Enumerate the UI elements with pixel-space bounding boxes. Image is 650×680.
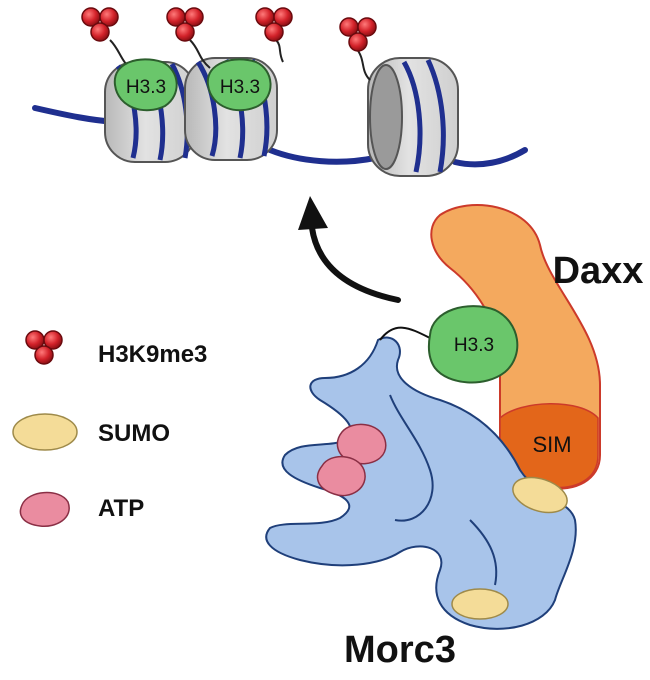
histone-tail bbox=[189, 39, 211, 69]
h3k9me3-mark-icon bbox=[339, 17, 377, 52]
nucleosome-array: H3.3 H3.3 bbox=[32, 7, 528, 177]
h3k9me3-trimer-icon bbox=[25, 330, 63, 365]
legend-label-h3k9me3: H3K9me3 bbox=[98, 341, 207, 368]
dna-linker bbox=[267, 147, 378, 165]
sim-label: SIM bbox=[532, 432, 571, 457]
h33-label: H3.3 bbox=[454, 335, 494, 356]
morc3-label: Morc3 bbox=[344, 629, 456, 671]
nucleosome-h33: H3.3 bbox=[113, 58, 178, 112]
h3k9me3-mark-icon bbox=[166, 7, 204, 42]
sumo-ellipse-icon bbox=[12, 413, 78, 451]
legend-item-sumo: SUMO bbox=[12, 413, 170, 451]
deposition-arrow-icon bbox=[298, 196, 401, 303]
histone-tail bbox=[355, 47, 371, 81]
nucleosome-h33-label: H3.3 bbox=[126, 77, 166, 98]
nucleosome bbox=[367, 57, 459, 177]
atp-molecule bbox=[316, 456, 366, 497]
legend-item-atp: ATP bbox=[19, 491, 144, 527]
sumo-modification bbox=[451, 588, 509, 620]
legend: H3K9me3 SUMO ATP bbox=[12, 330, 207, 527]
legend-label-sumo: SUMO bbox=[98, 420, 170, 447]
daxx-label: Daxx bbox=[553, 250, 644, 292]
nucleosome-h33-label: H3.3 bbox=[220, 77, 260, 98]
h3k9me3-mark-icon bbox=[255, 7, 293, 42]
sumo-modification bbox=[512, 476, 568, 514]
nucleosome-h33: H3.3 bbox=[206, 58, 272, 112]
atp-molecule bbox=[336, 423, 387, 465]
histone-tail bbox=[275, 39, 284, 63]
h3k9me3-mark-icon bbox=[81, 7, 119, 42]
legend-item-h3k9me3: H3K9me3 bbox=[25, 330, 207, 368]
atp-blob-icon bbox=[19, 491, 70, 527]
legend-label-atp: ATP bbox=[98, 495, 144, 522]
free-h33: H3.3 bbox=[379, 305, 519, 384]
dna-strand bbox=[32, 105, 118, 125]
dna-tail bbox=[452, 147, 528, 168]
